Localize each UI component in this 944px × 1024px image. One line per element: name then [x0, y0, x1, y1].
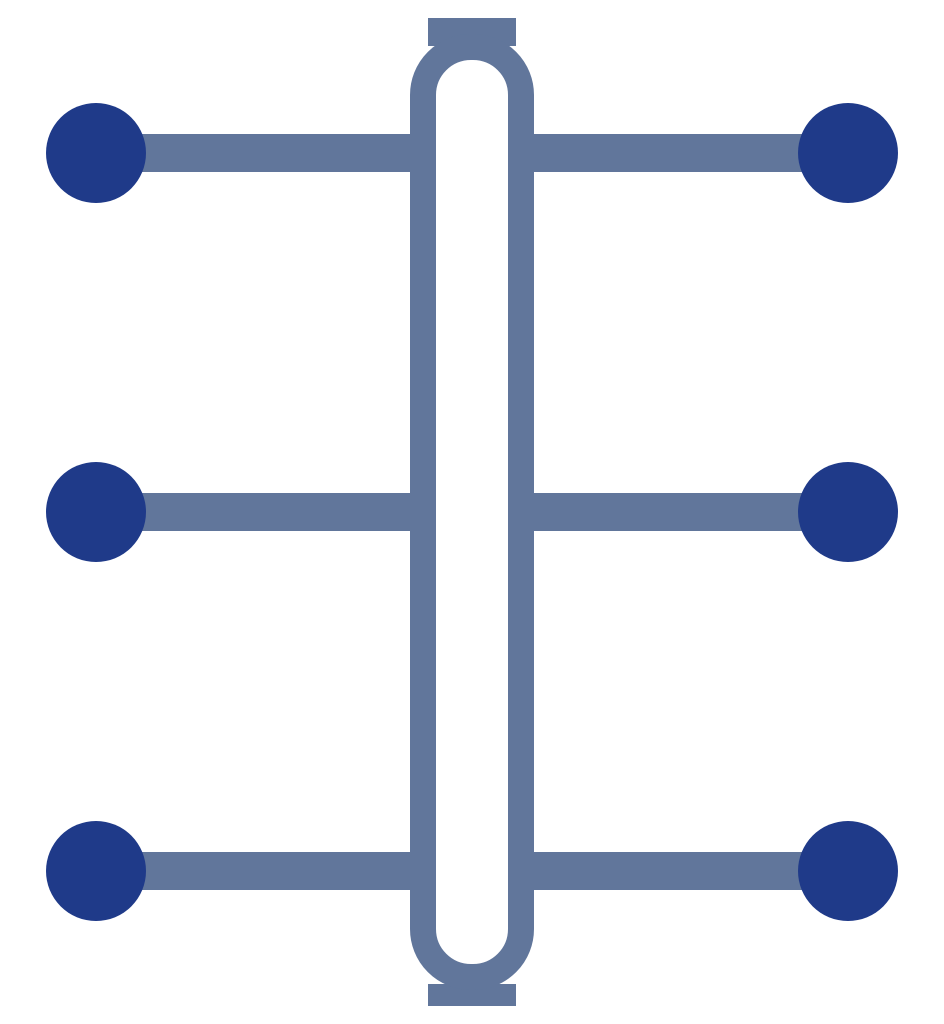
right-node — [798, 103, 898, 203]
right-node — [798, 462, 898, 562]
nodes-layer — [46, 103, 898, 921]
manifold-layer — [410, 18, 534, 1006]
manifold-tube — [410, 34, 534, 990]
manifold-bottom-cap — [428, 984, 516, 1006]
left-node — [46, 103, 146, 203]
branches-layer — [77, 134, 867, 890]
left-node — [46, 462, 146, 562]
right-node — [798, 821, 898, 921]
left-node — [46, 821, 146, 921]
